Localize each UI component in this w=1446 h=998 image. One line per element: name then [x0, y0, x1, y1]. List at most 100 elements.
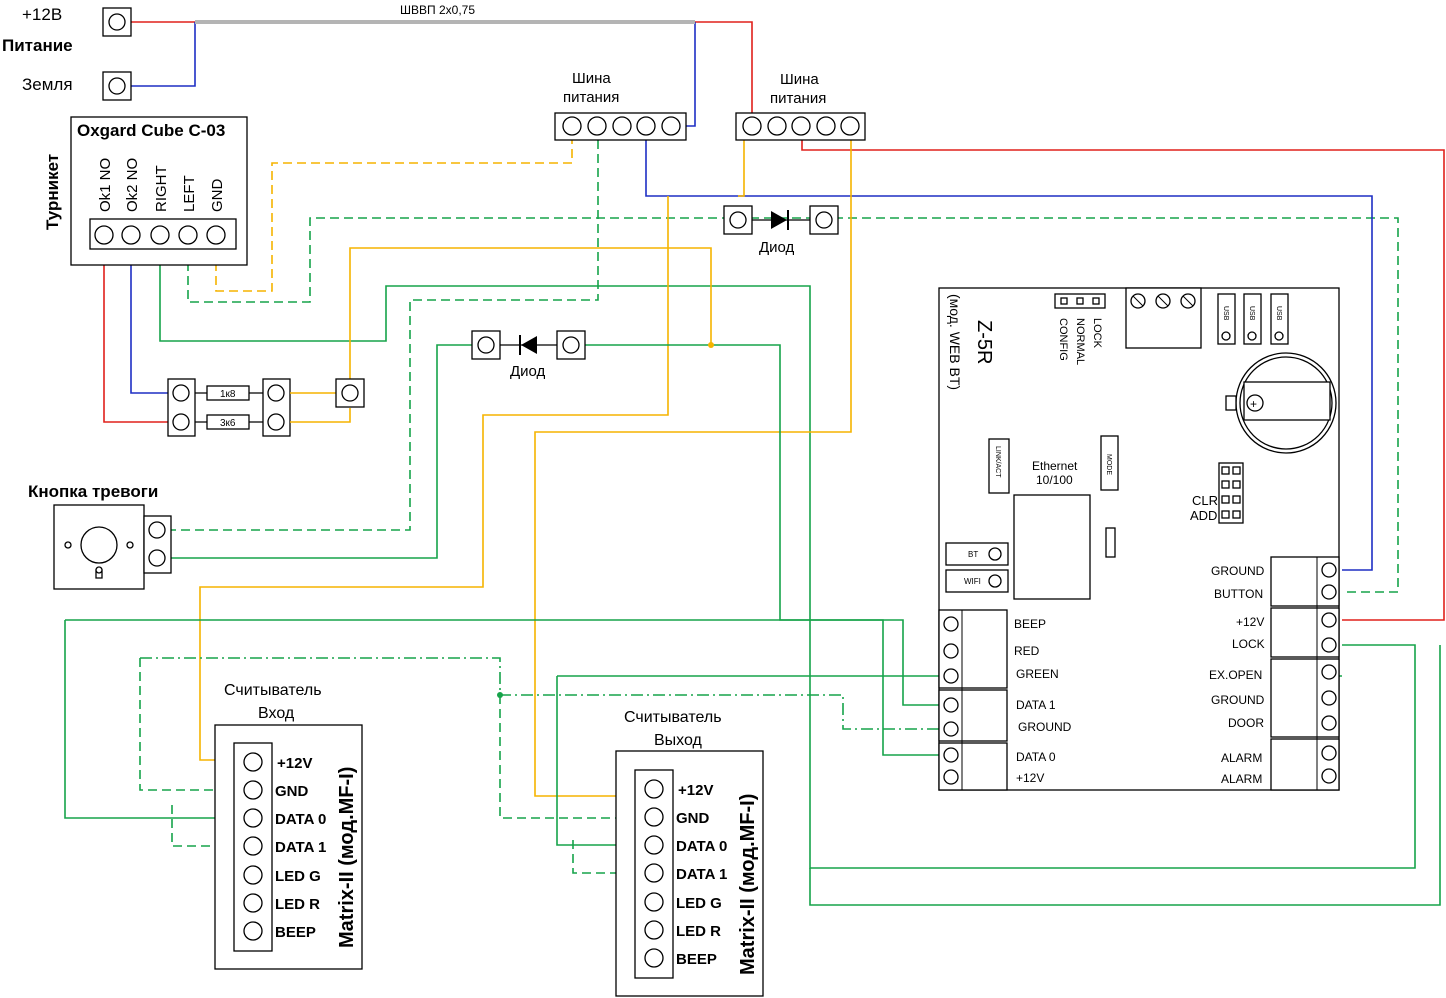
reader-in-title1: Считыватель [224, 682, 322, 699]
wire-reader-in-gnd [139, 658, 240, 791]
usb-label: USB [1275, 306, 1282, 321]
diode-mid: Диод [471, 330, 714, 380]
bus-left-label2: питания [563, 89, 619, 106]
wire-ground-controller [645, 140, 1373, 571]
jumper-label: LOCK [1091, 318, 1103, 349]
left-term-label: GREEN [1016, 667, 1059, 681]
right-term-label: ALARM [1221, 751, 1262, 765]
alarm-button-label: Кнопка тревоги [28, 482, 158, 501]
right-term-label: EX.OPEN [1209, 668, 1262, 682]
wire-ok1 [103, 248, 168, 423]
reader-out-pin: GND [676, 810, 710, 827]
right-term-label: +12V [1236, 615, 1264, 629]
svg-text:+: + [1250, 397, 1257, 411]
wire-grn-alarm [166, 344, 472, 559]
right-screws [1321, 562, 1337, 784]
right-term-label: GROUND [1211, 693, 1265, 707]
reader-in: Считыватель Вход +12V GND DATA 0 DATA 1 … [214, 682, 363, 970]
resistor-1k8 [206, 385, 250, 401]
wire-data1 [65, 619, 940, 706]
add-label: ADD [1190, 508, 1217, 523]
controller-title: Z-5R [973, 320, 995, 364]
resistor-3k6-label: 3к6 [220, 418, 236, 429]
reader-out-side: Matrix-II (мод.MF-I) [737, 794, 759, 975]
wire-ground-bus [686, 22, 696, 127]
wire-grn-dash-alarm [166, 140, 599, 531]
wire-yel-reader-in [199, 196, 669, 761]
diode-top-label: Диод [759, 239, 795, 256]
left-term-label: BEEP [1014, 617, 1046, 631]
wire-grn-data0 [584, 344, 940, 756]
link-label: LINK/ACT [994, 446, 1001, 478]
wire-gnd-turnstile [215, 140, 573, 292]
power-input: +12В Питание Земля ШВВП 2х0,75 [2, 3, 475, 101]
reader-in-pin: DATA 0 [275, 811, 326, 828]
alarm-button: Кнопка тревоги [28, 482, 172, 590]
bt-label: BT [968, 550, 978, 559]
controller-z5r: Z-5R (мод. WEB BT) LOCK NORMAL CONFIG US… [938, 287, 1340, 791]
ethernet-port [1013, 494, 1091, 600]
mode-label: MODE [1105, 454, 1112, 475]
bus-right-label1: Шина [780, 71, 819, 88]
diode-top: Диод [723, 205, 839, 256]
reader-in-title2: Вход [258, 705, 295, 722]
wire-lock-return [809, 645, 1441, 906]
power-plus-label: +12В [22, 5, 62, 24]
right-term-label: GROUND [1211, 564, 1265, 578]
turnstile-pin-ok2: Ok2 NO [124, 158, 141, 212]
right-term-label: BUTTON [1214, 587, 1263, 601]
wire-ground-in [131, 22, 196, 87]
reader-in-pin: LED G [275, 868, 321, 885]
jumper-label: NORMAL [1074, 318, 1086, 365]
turnstile-side-label: Турникет [43, 154, 62, 230]
reader-in-pin: GND [275, 783, 309, 800]
reader-out-pin: DATA 0 [676, 838, 727, 855]
jumper-label: CONFIG [1057, 318, 1069, 361]
reader-out-pin: +12V [678, 782, 713, 799]
turnstile-pin-left: LEFT [181, 175, 198, 212]
wire-ok2 [130, 248, 168, 394]
wire-reader-in-d0 [64, 620, 240, 819]
wire-yel-reader-out [534, 140, 852, 797]
resistor-3k6 [206, 414, 250, 430]
reader-in-pin: BEEP [275, 924, 316, 941]
wire-left-button [187, 217, 1399, 593]
power-ground-label: Земля [22, 75, 73, 94]
reader-in-side: Matrix-II (мод.MF-I) [336, 767, 358, 948]
wire-12v-main [131, 21, 753, 121]
controller-subtitle: (мод. WEB BT) [947, 294, 963, 390]
turnstile-pin-ok1: Ok1 NO [97, 158, 114, 212]
wire-right-lock [159, 248, 1416, 869]
reader-out: Считыватель Выход +12V GND DATA 0 DATA 1… [615, 709, 764, 997]
turnstile-pin-right: RIGHT [153, 165, 170, 212]
wifi-label: WIFI [964, 577, 981, 586]
reader-out-pin: LED R [676, 923, 721, 940]
bus-left: Шина питания [554, 70, 687, 141]
resistor-block: 1к8 3к6 [167, 378, 365, 437]
reader-in-pin: LED R [275, 896, 320, 913]
resistor-1k8-label: 1к8 [220, 389, 236, 400]
usb-label: USB [1248, 306, 1255, 321]
right-term-label: DOOR [1228, 716, 1264, 730]
usb-label: USB [1222, 306, 1229, 321]
left-screws [943, 616, 959, 785]
wire-yel-resistor [349, 247, 712, 380]
right-term-label: LOCK [1232, 637, 1265, 651]
reader-out-title2: Выход [654, 732, 703, 749]
wire-reader-out-gnd [499, 695, 640, 819]
ethernet-label1: Ethernet [1032, 459, 1078, 473]
bus-left-label1: Шина [572, 70, 611, 87]
reader-out-pin: LED G [676, 895, 722, 912]
left-term-label: RED [1014, 644, 1040, 658]
turnstile-pin-gnd: GND [209, 179, 226, 213]
wire-12v-controller [801, 140, 1445, 621]
power-title: Питание [2, 36, 73, 55]
clr-label: CLR [1192, 493, 1218, 508]
left-term-label: DATA 1 [1016, 698, 1056, 712]
wire-yel-a [738, 140, 745, 197]
reader-out-title1: Считыватель [624, 709, 722, 726]
reader-out-pin: BEEP [676, 951, 717, 968]
reader-in-pin: DATA 1 [275, 839, 326, 856]
reader-in-pin: +12V [277, 755, 312, 772]
